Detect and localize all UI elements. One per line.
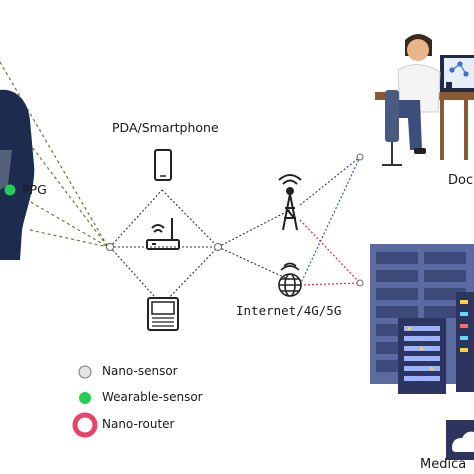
pda-device-icon — [147, 297, 179, 331]
cell-tower-icon — [278, 174, 302, 231]
internet-links-red — [299, 219, 361, 286]
nano-node-hub — [214, 243, 222, 251]
wearable-sensor-ppg — [4, 184, 16, 196]
smartphone-icon — [154, 149, 172, 181]
internet-label: Internet/4G/5G — [236, 303, 342, 318]
legend-nano-sensor: Nano-sensor — [102, 364, 178, 378]
wearable-sensor-icon — [79, 392, 91, 404]
doctor-label: Doc — [448, 173, 474, 188]
device-links — [109, 189, 291, 306]
nano-router-icon — [72, 412, 98, 438]
legend-nano-router: Nano-router — [102, 417, 175, 431]
nano-node-body — [106, 243, 114, 251]
medical-label: Medica — [420, 457, 467, 472]
internet-links-blue — [299, 156, 361, 286]
nano-sensor-icon — [78, 365, 92, 379]
globe-icon — [278, 262, 302, 297]
ppg-label: PPG — [22, 182, 47, 197]
human-silhouette-icon — [0, 89, 35, 260]
server-rack-icon — [370, 244, 474, 394]
legend-wearable-sensor: Wearable-sensor — [102, 390, 203, 404]
wifi-router-icon — [146, 218, 180, 250]
doctor-icon — [375, 34, 474, 166]
nano-node-doctor — [356, 153, 364, 161]
pda-label: PDA/Smartphone — [112, 120, 219, 135]
nano-node-medical — [356, 279, 364, 287]
cloud-icon — [446, 420, 474, 460]
